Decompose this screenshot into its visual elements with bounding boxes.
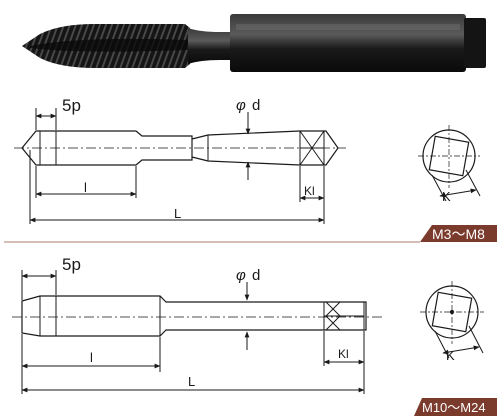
bottom-size-range-text: M10～M24: [422, 400, 486, 415]
bottom-diameter-symbol: φ: [236, 267, 246, 284]
tap-square-end: [464, 18, 486, 68]
tap-neck: [188, 28, 232, 64]
bottom-total-length-label: L: [188, 374, 195, 389]
bottom-labels: 5p φ d l Kl L K: [62, 255, 455, 389]
bottom-square-x4: [325, 315, 341, 331]
bottom-square-width-label: K: [446, 348, 455, 363]
tap-flute: [30, 38, 188, 52]
top-diameter-label: φ d: [236, 97, 260, 114]
top-end-view-square: [428, 135, 470, 177]
tap-shank: [230, 14, 466, 72]
tap-shank-highlight: [236, 24, 460, 30]
top-k-ext-b: [465, 169, 481, 197]
top-badge-shape: [420, 225, 497, 242]
bottom-diagram: [12, 270, 484, 394]
bottom-k-dim: [442, 345, 480, 355]
bottom-pitch-label: 5p: [62, 255, 81, 274]
bottom-end-center-dot: [449, 309, 455, 315]
top-size-range-text: M3～M8: [432, 226, 485, 242]
bottom-k-ext-b: [468, 325, 484, 354]
tap-photo: [22, 14, 486, 72]
bottom-tap-outline: [21, 295, 367, 337]
top-square-length-label: Kl: [304, 184, 315, 198]
bottom-diameter-var: d: [252, 267, 260, 284]
top-diagram: [14, 108, 481, 224]
bottom-size-badge: M10～M24: [414, 398, 497, 416]
top-square-width-label: K: [442, 189, 451, 204]
bottom-square-length-label: Kl: [338, 347, 349, 361]
top-diameter-symbol: φ: [236, 97, 246, 114]
top-thread-length-label: l: [84, 180, 87, 195]
top-tap-outline: [21, 130, 339, 166]
top-size-badge: M3～M8: [420, 225, 497, 242]
top-diameter-var: d: [252, 97, 260, 114]
bottom-end-view-square: [431, 291, 473, 333]
bottom-square-x2: [325, 301, 341, 317]
top-pitch-label: 5p: [62, 96, 81, 115]
bottom-badge-shape: [414, 398, 497, 416]
top-total-length-label: L: [174, 206, 181, 221]
bottom-diameter-label: φ d: [236, 267, 260, 284]
top-labels: 5p φ d l Kl L K: [62, 96, 451, 221]
top-k-dim: [439, 188, 477, 198]
bottom-thread-length-label: l: [90, 350, 93, 365]
